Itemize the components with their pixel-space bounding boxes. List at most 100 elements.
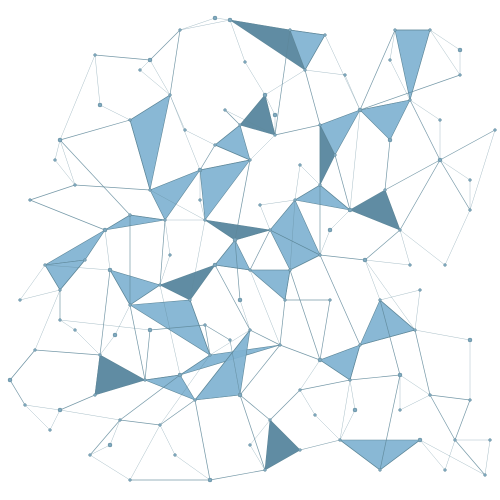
vertex-dot: [263, 468, 267, 472]
vertex-dot: [323, 33, 327, 37]
connection-line: [229, 19, 246, 63]
vertex-dot: [417, 437, 423, 443]
vertex-dot: [443, 263, 447, 267]
connection-line: [24, 404, 51, 431]
filled-triangle: [129, 299, 211, 356]
vertex-dot: [57, 407, 63, 413]
connection-line: [304, 69, 321, 126]
vertex-dot: [102, 227, 108, 233]
vertex-dot: [118, 418, 122, 422]
vertex-dot: [212, 15, 218, 21]
connection-line: [339, 439, 381, 471]
vertex-dot: [208, 353, 212, 357]
vertex-dot: [467, 337, 473, 343]
vertex-dot: [393, 28, 397, 32]
connection-line: [364, 229, 401, 261]
connection-line: [359, 74, 461, 111]
connection-line: [299, 379, 351, 391]
connection-line: [209, 329, 251, 356]
connection-line: [194, 329, 251, 401]
vertex-dot: [293, 198, 297, 202]
vertex-dot: [313, 413, 317, 417]
connection-line: [429, 394, 456, 441]
vertex-dot: [378, 298, 382, 302]
connection-line: [149, 59, 171, 96]
connection-line: [249, 444, 266, 471]
vertex-dot: [437, 157, 443, 163]
connection-line: [129, 284, 161, 306]
connection-line: [144, 329, 151, 381]
vertex-dot: [33, 348, 37, 352]
connection-line: [414, 329, 471, 341]
connection-line: [159, 399, 196, 426]
vertex-dot: [58, 288, 62, 292]
connection-line: [84, 229, 106, 261]
connection-line: [294, 164, 301, 201]
vertex-dot: [303, 68, 307, 72]
vertex-dot: [198, 198, 202, 202]
connection-line: [89, 419, 121, 456]
vertex-dot: [147, 57, 153, 63]
connection-line: [389, 59, 411, 101]
connection-line: [89, 444, 111, 456]
connection-line: [19, 264, 46, 301]
filled-triangle: [94, 354, 146, 396]
connection-line: [104, 214, 131, 231]
vertex-dot: [352, 407, 358, 413]
connection-line: [179, 354, 211, 376]
connection-line: [59, 259, 86, 291]
vertex-dot: [398, 228, 402, 232]
vertex-dot: [148, 188, 152, 192]
connection-line: [44, 264, 111, 271]
connection-line: [384, 189, 401, 231]
vertex-dots: [7, 15, 497, 483]
connection-line: [429, 394, 471, 401]
connection-line: [139, 69, 171, 96]
vertex-dot: [348, 378, 352, 382]
vertex-dot: [453, 438, 457, 442]
connection-line: [364, 259, 416, 331]
connection-line: [29, 184, 76, 201]
connection-line: [359, 99, 411, 111]
connection-line: [414, 329, 431, 396]
connection-line: [214, 264, 251, 271]
vertex-dot: [193, 398, 197, 402]
connection-line: [9, 349, 36, 381]
vertex-dot: [268, 228, 272, 232]
vertex-dot: [23, 403, 27, 407]
connection-line: [184, 129, 216, 146]
connection-line: [94, 54, 101, 106]
connection-line: [159, 219, 166, 286]
connection-line: [159, 284, 191, 301]
connection-line: [59, 54, 96, 141]
connection-line: [164, 219, 171, 256]
connection-line: [379, 289, 421, 301]
connection-line: [34, 289, 61, 351]
connection-line: [99, 334, 116, 356]
vertex-dot: [383, 188, 387, 192]
vertex-dot: [327, 227, 333, 233]
connection-line: [444, 209, 471, 266]
connection-line: [34, 349, 101, 356]
connection-line: [289, 254, 321, 271]
filled-triangle: [339, 439, 421, 471]
vertex-dot: [248, 443, 252, 447]
connection-line: [359, 29, 396, 111]
vertex-dot: [28, 198, 32, 202]
connection-line: [264, 69, 306, 96]
connection-line: [89, 454, 131, 481]
vertex-dot: [212, 262, 218, 268]
connection-line: [364, 259, 411, 266]
vertex-dot: [7, 377, 13, 383]
connection-line: [319, 254, 361, 346]
connection-line: [44, 264, 61, 291]
vertex-dot: [357, 107, 363, 113]
connection-line: [299, 439, 341, 451]
filled-triangle: [104, 214, 166, 231]
connection-line: [214, 239, 236, 266]
vertex-dot: [147, 327, 153, 333]
connection-line: [314, 414, 341, 441]
filled-triangle: [149, 169, 201, 221]
connection-line: [269, 389, 301, 421]
connection-line: [454, 399, 471, 441]
